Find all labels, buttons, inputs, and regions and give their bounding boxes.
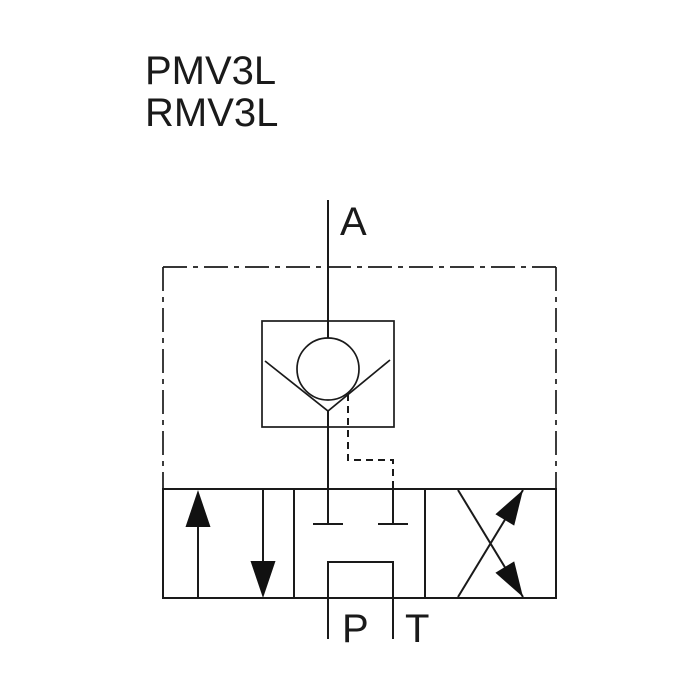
cross-arrow-down-head xyxy=(495,561,523,597)
pilot-line-dashed-path xyxy=(347,394,394,489)
valve-position-center xyxy=(327,561,394,639)
assembly-enclosure-border xyxy=(162,266,557,489)
directional-valve xyxy=(162,488,557,639)
cross-arrow-up-head xyxy=(495,490,523,526)
a-channel xyxy=(313,411,343,525)
check-valve-ball xyxy=(296,337,360,401)
model-title-line-2: RMV3L xyxy=(145,91,278,135)
port-a-connection: A xyxy=(327,200,367,338)
model-title-block: PMV3L RMV3L xyxy=(145,49,278,135)
port-a-label: A xyxy=(340,200,367,244)
valve-position-left xyxy=(185,489,276,598)
down-arrow-head xyxy=(250,561,276,598)
port-t-label: T xyxy=(405,607,429,651)
model-title-line-1: PMV3L xyxy=(145,49,276,93)
up-arrow-head xyxy=(185,490,211,527)
port-p-label: P xyxy=(342,607,369,651)
bottom-ports: P T xyxy=(342,607,429,651)
p-t-bridge-path xyxy=(327,561,394,639)
check-valve-seat xyxy=(264,359,391,413)
valve-body-outline xyxy=(162,488,557,599)
valve-position-right xyxy=(457,489,524,598)
pilot-line xyxy=(347,394,408,525)
